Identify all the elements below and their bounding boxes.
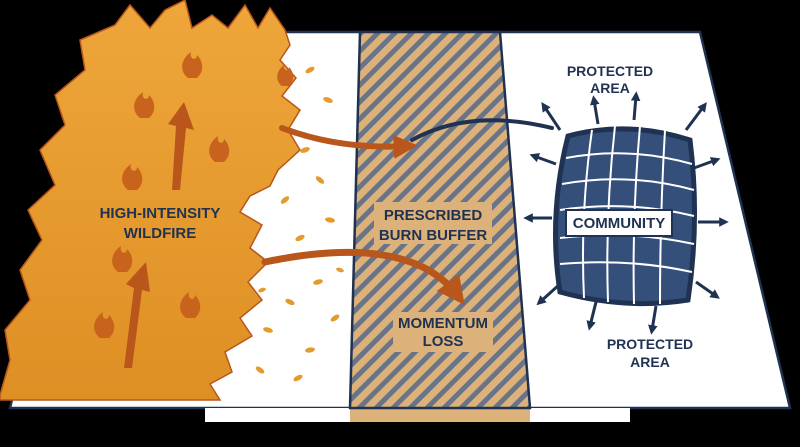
ember-icon [280,196,290,204]
protected-area-bottom-line2: AREA [630,354,670,370]
flame-icon [180,292,201,318]
expand-arrow-icon [630,91,641,121]
protected-area-top-line2: AREA [590,80,630,96]
wildfire-flames [0,0,301,401]
flame-icon [182,52,203,78]
expand-arrow-icon [586,301,598,331]
ember-icon [293,374,303,382]
expand-arrow-icon [529,153,557,166]
flame-icon [134,92,155,118]
up-arrow-icon [168,102,194,190]
flame-icon [112,246,133,272]
ember-icon [336,267,344,273]
expand-arrow-icon [684,102,707,131]
momentum-label-line1: MOMENTUM [398,315,488,332]
ember-arrow-upper [279,125,418,159]
community-label: COMMUNITY [573,215,666,232]
ember-icon [263,327,273,333]
expand-arrow-icon [541,102,562,131]
ember-icon [315,176,325,184]
ember-icon [305,66,315,74]
flame-icon [277,65,294,86]
flame-icon [94,312,115,338]
ember-icon [255,366,265,374]
wildfire-label-line1: HIGH-INTENSITY [100,205,221,222]
ember-icon [300,147,310,153]
momentum-label-box [393,312,493,352]
expand-arrow-icon [695,280,720,299]
flame-icon [209,136,230,162]
flame-icon [122,164,143,190]
momentum-label-line2: LOSS [423,333,464,350]
expand-arrow-icon-group [523,91,729,335]
up-arrow-icon-group [124,102,194,368]
buffer-label-line1: PRESCRIBED [384,207,483,224]
up-arrow-icon [124,262,150,368]
ember-icon [325,217,335,223]
buffer-label-line2: BURN BUFFER [379,227,487,244]
buffer-label-box [374,202,492,244]
flame-icon-group [94,52,294,338]
base-strip-buffer [350,408,530,422]
wildfire-label-line2: WILDFIRE [124,225,197,242]
ember-icon [313,279,323,285]
expand-arrow-icon [648,305,658,335]
expand-arrow-icon [693,157,721,170]
ember-arrow-lower [261,248,465,305]
ember-icon [285,298,295,306]
protected-area-top-line1: PROTECTED [567,63,653,79]
ember-icon [330,314,340,322]
ember-icon [258,287,266,293]
ember-icon [323,97,333,103]
buffer-to-community-arrow [410,118,554,142]
expand-arrow-icon [536,282,562,306]
ember-icon-group [255,66,344,382]
ember-icon [295,234,305,242]
community-label-box [565,209,673,237]
protected-area-bottom-line1: PROTECTED [607,336,693,352]
ember-icon [305,347,315,353]
expand-arrow-icon [590,95,600,125]
